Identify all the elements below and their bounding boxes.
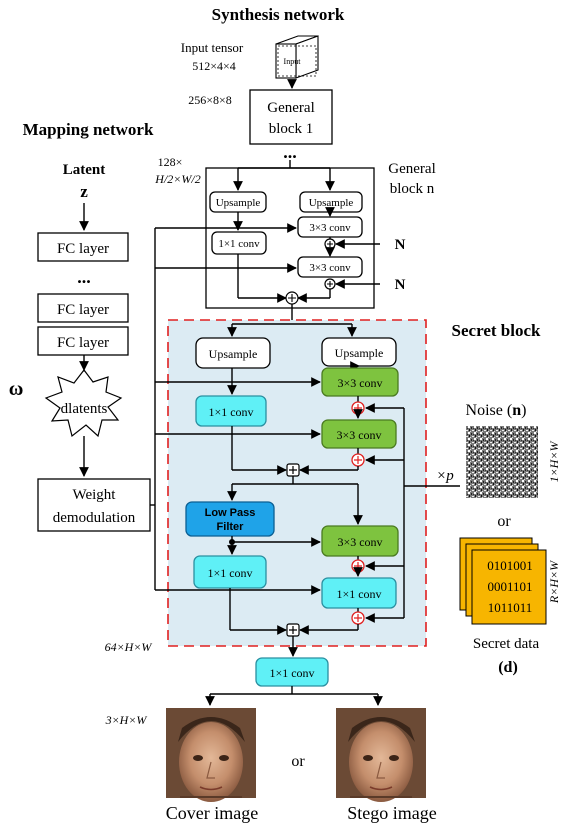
secret-upsample-right — [321, 337, 397, 367]
fc-layer-1 — [37, 232, 129, 262]
secret-conv3-2 — [321, 419, 397, 449]
fc-layer-2 — [37, 293, 129, 323]
wd-line1: Weight — [73, 487, 117, 503]
secret-conv1-2-label: 1×1 conv — [207, 566, 252, 580]
secret-conv3-2-label: 3×3 conv — [336, 428, 381, 442]
noise-n2-label: N — [395, 277, 406, 293]
secret-row-1: 0101001 — [487, 558, 533, 573]
secret-block-title: Secret block — [452, 321, 541, 340]
dim-128-line2: H/2×W/2 — [154, 172, 200, 186]
secret-conv1-1 — [195, 395, 267, 427]
secret-upsample-left-label: Upsample — [209, 347, 258, 361]
latent-label: Latent — [63, 162, 106, 178]
weight-demodulation — [37, 478, 151, 532]
mapping-network-title: Mapping network — [23, 120, 154, 139]
noise-dim-label: 1×H×W — [547, 441, 561, 483]
secret-data-label: Secret data — [473, 636, 540, 652]
noise-image — [466, 426, 538, 498]
general-block-1 — [249, 89, 333, 145]
bn-upsample-right-label: Upsample — [309, 197, 354, 209]
stego-image — [336, 708, 426, 802]
dim-3-label: 3×H×W — [105, 713, 148, 727]
secret-upsample-left — [195, 337, 271, 369]
noise-label: Noise (n) — [466, 402, 527, 419]
synthesis-ellipsis: ... — [283, 142, 297, 162]
input-tensor-dim: 512×4×4 — [192, 59, 236, 73]
bn-conv3-b-label: 3×3 conv — [309, 262, 351, 274]
secret-conv1-1-label: 1×1 conv — [208, 405, 253, 419]
bn-conv1-label: 1×1 conv — [218, 238, 260, 250]
right-or: or — [497, 513, 511, 530]
dlatents-star — [44, 369, 123, 438]
wd-line2: demodulation — [53, 510, 136, 526]
secret-conv3-3 — [321, 525, 399, 557]
cover-image — [166, 708, 256, 802]
general-block-1-line1: General — [267, 100, 314, 116]
bn-conv3-a-label: 3×3 conv — [309, 222, 351, 234]
input-tensor-label: Input tensor — [181, 40, 244, 55]
secret-upsample-right-label: Upsample — [335, 346, 384, 360]
input-tensor-cube: Input — [275, 35, 319, 79]
general-block-1-line2: block 1 — [269, 121, 314, 137]
secret-dim-label: R×H×W — [547, 560, 561, 604]
fc-layer-2-label: FC layer — [57, 302, 109, 318]
mapping-ellipsis: ... — [77, 267, 91, 287]
synthesis-network-title: Synthesis network — [212, 5, 345, 24]
secret-conv1-3-label: 1×1 conv — [336, 587, 381, 601]
cover-image-label: Cover image — [166, 803, 258, 823]
input-cube-text: Input — [284, 57, 302, 66]
fc-layer-1-label: FC layer — [57, 241, 109, 257]
lpf-line2: Filter — [217, 521, 245, 533]
dim-64-label: 64×H×W — [105, 640, 153, 654]
general-block-n-line2: block n — [390, 181, 435, 197]
noise-n1-label: N — [395, 237, 406, 253]
bn-upsample-left-label: Upsample — [216, 197, 261, 209]
secret-row-2: 0001101 — [487, 579, 532, 594]
lpf-line1: Low Pass — [205, 507, 256, 519]
secret-conv3-1 — [321, 367, 399, 397]
d-label: (d) — [498, 659, 518, 676]
latent-z: z — [80, 182, 88, 201]
bn-conv3-b — [297, 256, 363, 278]
secret-data-stack — [459, 537, 547, 625]
bn-conv1 — [211, 231, 267, 255]
low-pass-filter — [185, 501, 275, 537]
dim-256-label: 256×8×8 — [188, 93, 232, 107]
secret-conv1-3 — [321, 577, 397, 609]
dim-128-line1: 128× — [158, 155, 183, 169]
fc-layer-3-label: FC layer — [57, 335, 109, 351]
dlatents-label: dlatents — [61, 401, 108, 417]
secret-conv3-1-label: 3×3 conv — [337, 376, 382, 390]
general-block-n-line1: General — [388, 161, 435, 177]
secret-row-3: 1011011 — [488, 600, 533, 615]
fc-layer-3 — [37, 326, 129, 356]
stego-image-label: Stego image — [347, 803, 436, 823]
times-p-label: ×p — [436, 468, 454, 484]
omega-label: ω — [9, 378, 24, 400]
output-or: or — [291, 753, 305, 770]
secret-conv3-3-label: 3×3 conv — [337, 535, 382, 549]
final-conv1-label: 1×1 conv — [269, 666, 314, 680]
